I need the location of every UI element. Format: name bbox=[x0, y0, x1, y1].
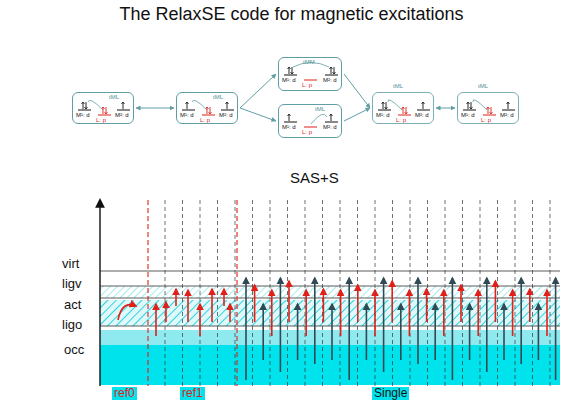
site-label: L: p bbox=[302, 129, 312, 136]
transition-arrow bbox=[240, 108, 276, 121]
configuration-box: tMM M¹: d L: p M²: d bbox=[278, 57, 342, 91]
ligo-band bbox=[100, 330, 560, 345]
level-label: ligv bbox=[60, 277, 84, 291]
energy-axis bbox=[99, 200, 100, 386]
hopping-label: tML bbox=[213, 94, 223, 101]
transition-arrow bbox=[240, 74, 276, 108]
transition-arrow bbox=[436, 108, 455, 109]
region-label: ref1 bbox=[180, 387, 205, 400]
level-line bbox=[100, 298, 560, 299]
site-label: L: p bbox=[302, 82, 312, 89]
hopping-label: tML bbox=[109, 94, 119, 101]
level-line bbox=[100, 326, 560, 327]
transition-arrow bbox=[344, 108, 370, 121]
site-label: L: p bbox=[396, 117, 406, 124]
ligv-band bbox=[100, 286, 560, 298]
site-label: L: p bbox=[481, 117, 491, 124]
configuration-box: tML M¹: d L: p M²: d bbox=[278, 104, 342, 138]
hopping-label: tML bbox=[393, 83, 403, 90]
level-label: act bbox=[62, 298, 83, 312]
site-label: M¹: d bbox=[461, 112, 475, 119]
configuration-box: tML M¹: d L: p M²: d bbox=[72, 92, 134, 124]
level-label: ligo bbox=[60, 318, 84, 332]
site-label: L: p bbox=[96, 117, 106, 124]
virt-line bbox=[100, 271, 560, 272]
region-label: Single bbox=[372, 387, 409, 400]
site-label: M²: d bbox=[323, 124, 337, 131]
level-label: virt bbox=[60, 257, 81, 271]
site-label: M¹: d bbox=[180, 112, 194, 119]
slide-title: The RelaxSE code for magnetic excitation… bbox=[0, 4, 583, 25]
region-label: ref0 bbox=[112, 387, 137, 400]
hopping-label: tMM bbox=[303, 59, 315, 66]
site-label: M²: d bbox=[115, 112, 129, 119]
configuration-box: tMLM¹: dL: pM²: d bbox=[457, 92, 519, 124]
site-label: M²: d bbox=[415, 112, 429, 119]
site-label: M²: d bbox=[500, 112, 514, 119]
site-label: M²: d bbox=[219, 112, 233, 119]
site-label: M¹: d bbox=[282, 77, 296, 84]
transition-arrow bbox=[136, 108, 174, 109]
transition-arrow bbox=[344, 74, 370, 108]
configuration-box: tML M¹: d L: p M²: d bbox=[176, 92, 238, 124]
site-label: M¹: d bbox=[76, 112, 90, 119]
site-label: M²: d bbox=[323, 77, 337, 84]
act-band bbox=[100, 300, 560, 326]
hopping-label: tML bbox=[478, 83, 488, 90]
chart-title: SAS+S bbox=[288, 170, 341, 186]
site-label: L: p bbox=[200, 117, 210, 124]
configuration-box: tMLM¹: dL: pM²: d bbox=[372, 92, 434, 124]
level-label: occ bbox=[62, 343, 86, 357]
site-label: M¹: d bbox=[282, 124, 296, 131]
occ-band bbox=[100, 345, 560, 385]
hopping-label: tML bbox=[315, 106, 325, 113]
site-label: M¹: d bbox=[376, 112, 390, 119]
level-line bbox=[100, 286, 560, 287]
